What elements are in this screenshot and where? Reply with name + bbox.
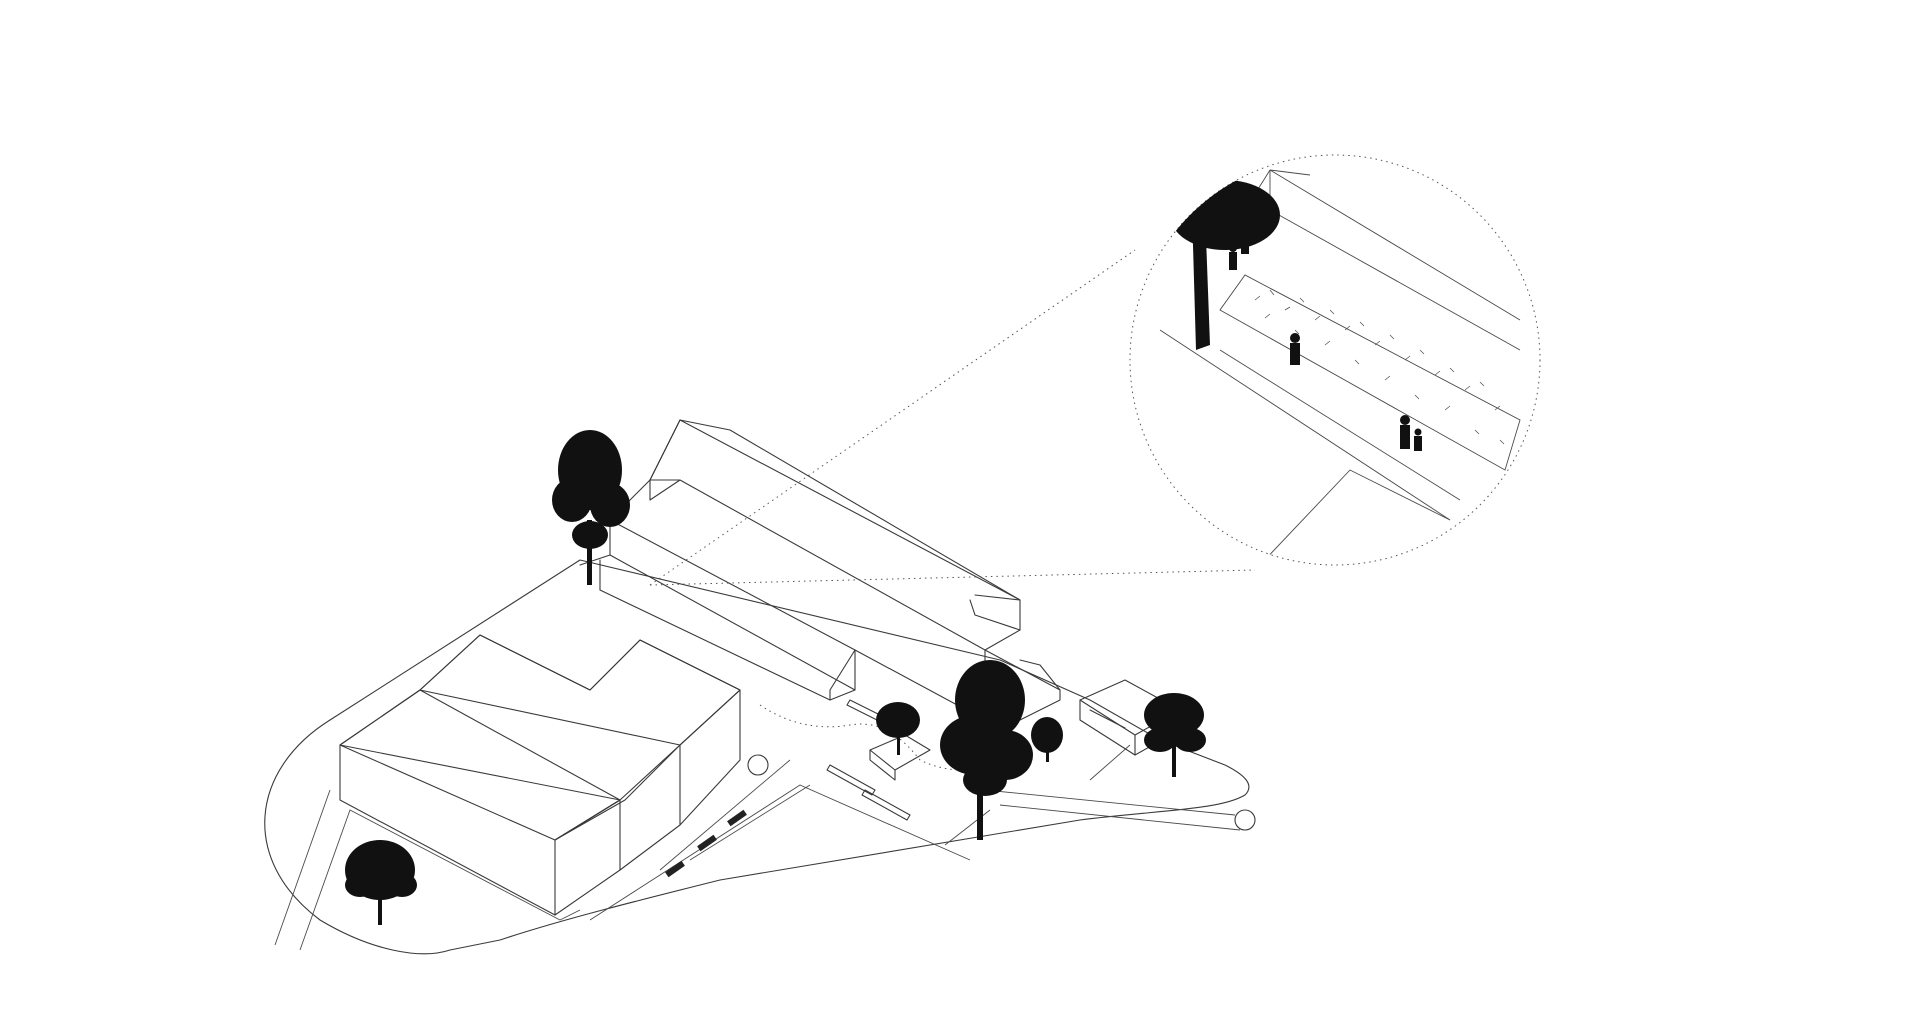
- gravel-texture: [1254, 289, 1505, 445]
- detail-tree-canopy: [1170, 180, 1280, 250]
- tree-bottom-left: [345, 840, 417, 925]
- site-outline: [264, 559, 1250, 955]
- large-hall-building: [339, 634, 741, 916]
- tree-plaza-large: [940, 660, 1033, 840]
- tree-mid-small: [1031, 717, 1063, 762]
- tree-plaza-small: [876, 702, 920, 755]
- site-paths: [274, 744, 1241, 951]
- tree-right: [1144, 693, 1206, 777]
- tree-tall-left: [552, 430, 630, 585]
- detail-people: [1229, 226, 1422, 451]
- benches: [665, 809, 747, 878]
- callout-guides: [649, 249, 1256, 586]
- plaza-furniture: [747, 699, 1256, 831]
- circular-detail-magnifier: [1129, 154, 1541, 566]
